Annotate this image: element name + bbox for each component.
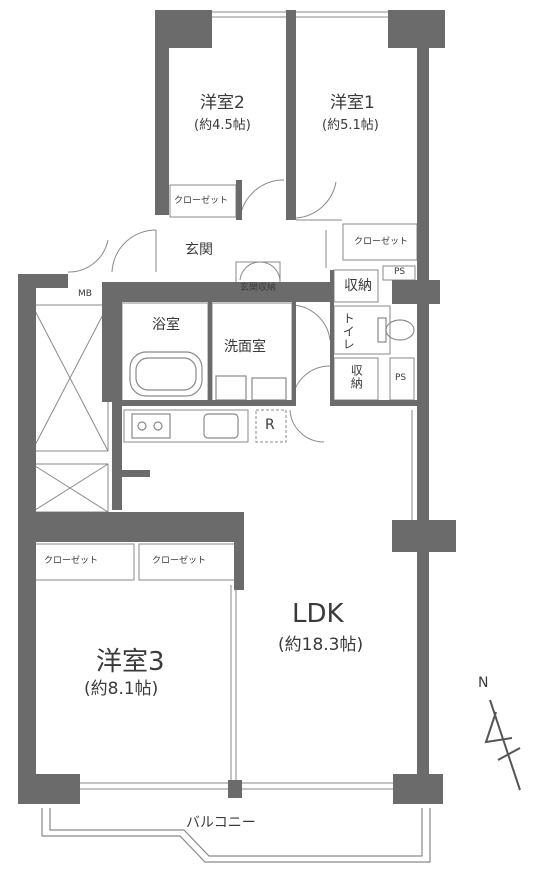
washbasin-icon xyxy=(215,375,247,401)
room-washroom-label: 洗面室 xyxy=(224,339,266,355)
closet-western3-right-label: クローゼット xyxy=(152,556,207,566)
room-entrance-label: 玄関 xyxy=(185,242,213,258)
room-western2-size: (約4.5帖) xyxy=(194,118,251,133)
toilet-label: トイレ xyxy=(341,312,356,351)
mb-label: MB xyxy=(78,289,92,299)
room-ldk-name: LDK xyxy=(292,599,344,629)
fixtures xyxy=(129,317,415,439)
closet-western3-left-label: クローゼット xyxy=(44,556,99,566)
storage-upper-label: 収納 xyxy=(344,278,372,294)
sink-icon xyxy=(203,413,239,439)
room-western3-size: (約8.1帖) xyxy=(84,679,159,699)
closet-western1-label: クローゼット xyxy=(354,237,409,247)
ps-lower-label: PS xyxy=(395,373,407,383)
room-western1-size: (約5.1帖) xyxy=(322,118,379,133)
room-ldk-size: (約18.3帖) xyxy=(278,635,364,655)
compass-north-label: N xyxy=(478,675,489,691)
storage-lower-label: 収納 xyxy=(349,364,364,390)
room-western2-name: 洋室2 xyxy=(200,93,245,113)
room-bathroom-label: 浴室 xyxy=(152,317,180,333)
balcony-label: バルコニー xyxy=(186,815,256,831)
room-western1-name: 洋室1 xyxy=(330,93,375,113)
ps-upper-label: PS xyxy=(394,267,406,277)
closet-western2-label: クローゼット xyxy=(174,196,229,206)
balcony-outline xyxy=(41,808,431,863)
walls xyxy=(18,10,456,804)
stove-icon xyxy=(131,413,171,439)
room-western3-name: 洋室3 xyxy=(96,647,165,677)
compass-icon xyxy=(484,699,521,791)
fridge-label: R xyxy=(265,417,275,433)
entrance-storage-label: 玄関収納 xyxy=(240,283,277,293)
bathtub-icon xyxy=(129,351,203,397)
